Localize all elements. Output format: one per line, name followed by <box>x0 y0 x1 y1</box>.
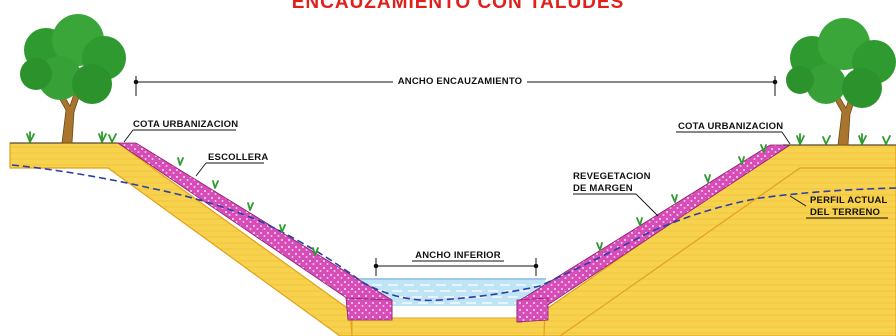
label-ancho-encauzamiento: ANCHO ENCAUZAMIENTO <box>398 76 522 87</box>
label-ancho-inferior: ANCHO INFERIOR <box>415 250 501 261</box>
water-ripples <box>356 284 540 304</box>
water-channel <box>350 280 545 306</box>
label-escollera: ESCOLLERA <box>208 152 268 163</box>
label-revegetacion-line1: REVEGETACION <box>573 171 651 182</box>
rip-rap-left <box>116 142 393 319</box>
label-backdrop-ancho-encauzamiento <box>393 74 527 87</box>
rip-rap-right-toe <box>516 297 549 323</box>
leader-revegetacion <box>573 193 659 217</box>
diagram-title: ENCAUZAMIENTO CON TALUDES <box>292 0 625 13</box>
existing-terrain-profile <box>11 164 896 302</box>
leader-perfil <box>789 195 888 219</box>
label-revegetacion-line2: DE MARGEN <box>573 183 633 194</box>
tree-right-icon <box>786 18 896 146</box>
label-perfil-line1: PERFIL ACTUAL <box>810 195 888 206</box>
label-perfil-line2: DEL TERRENO <box>810 207 880 218</box>
label-cota-urbanizacion-left: COTA URBANIZACION <box>133 119 238 130</box>
tree-left-icon <box>20 14 126 144</box>
leader-cota-left <box>123 129 236 143</box>
rip-rap-left-toe <box>345 297 393 321</box>
leader-cota-right <box>676 131 791 145</box>
label-cota-urbanizacion-right: COTA URBANIZACION <box>678 121 783 132</box>
leader-escollera <box>195 162 264 177</box>
grass-tufts <box>26 131 891 256</box>
dimension-ancho-inferior <box>373 258 539 276</box>
